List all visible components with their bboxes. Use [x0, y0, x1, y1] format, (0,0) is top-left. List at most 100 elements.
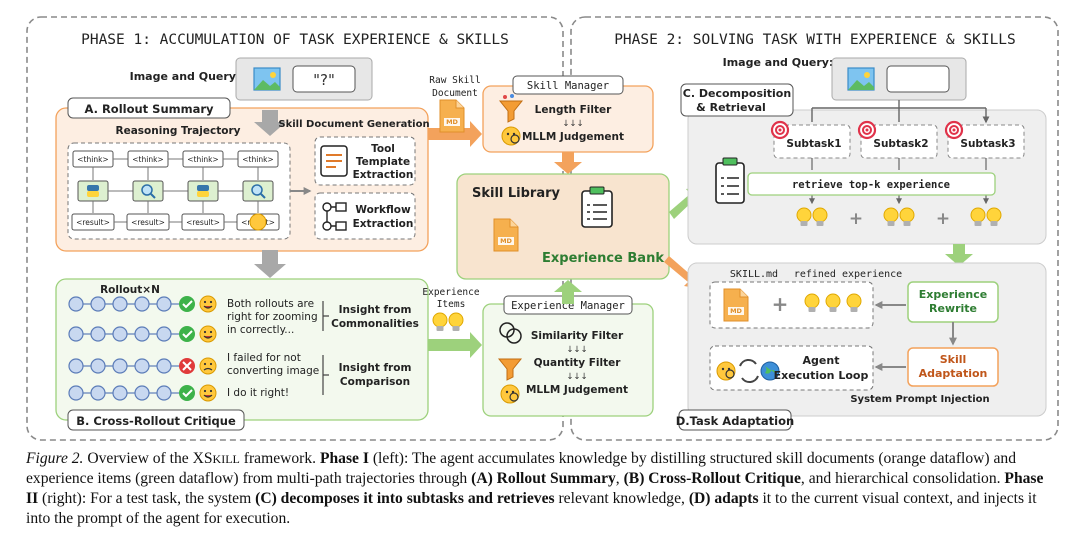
mllm-judgement-2: MLLM Judgement	[526, 384, 628, 396]
task-adaptation-title: D.Task Adaptation	[676, 414, 794, 428]
rollout-step-node	[90, 358, 106, 374]
python-icon	[197, 185, 209, 191]
magnifier-icon	[150, 193, 156, 199]
phase2-title: PHASE 2: SOLVING TASK WITH EXPERIENCE & …	[614, 32, 1016, 48]
orange-arrow-down	[554, 152, 582, 174]
check-icon	[182, 389, 193, 398]
experience-rewrite-2: Rewrite	[929, 302, 977, 315]
md-file-icon-adapted	[723, 288, 749, 322]
refined-label: refined experience	[794, 269, 902, 280]
workflow-icon	[322, 202, 347, 231]
md-label-adapted: MD	[730, 307, 742, 315]
check-icon	[179, 385, 195, 401]
think-tag: <think>	[187, 155, 218, 164]
magnifier-icon	[251, 184, 263, 196]
thinking-face-icon	[249, 213, 267, 231]
check-icon	[182, 330, 193, 339]
caption-s5: , and hierarchical consolidation.	[800, 470, 1005, 487]
happy-face-icon	[199, 384, 217, 402]
skill-adaptation-box	[907, 347, 999, 387]
skill-md-label: SKILL.md	[730, 269, 778, 280]
face-eye	[209, 330, 213, 334]
face-mouth	[203, 394, 213, 398]
down-arrow-2	[254, 250, 286, 278]
rollout-step-node	[112, 296, 128, 312]
magnifier-icon	[260, 193, 266, 199]
rollout-summary-title: A. Rollout Summary	[84, 102, 214, 116]
python-icon	[87, 185, 99, 191]
insight2-line2: Comparison	[340, 376, 410, 388]
similarity-icon	[499, 322, 522, 344]
subtask-label: Subtask1	[786, 138, 841, 150]
insight1-line1: Insight from	[339, 304, 412, 316]
think-tag: <think>	[132, 155, 163, 164]
bubble2-line1: I failed for not	[227, 352, 301, 364]
phase1-title: PHASE 1: ACCUMULATION OF TASK EXPERIENCE…	[81, 32, 509, 48]
figure-caption: Figure 2. Overview of the XSKILL framewo…	[26, 449, 1056, 529]
rollout-step-node	[156, 296, 172, 312]
query-symbol-1: "?"	[313, 71, 335, 89]
plus-sign: +	[936, 209, 950, 229]
magnifier-icon	[141, 184, 153, 196]
agent-loop-box	[709, 345, 874, 391]
decomposition-title-2: & Retrieval	[696, 101, 766, 114]
phase1-frame	[26, 16, 564, 441]
workflow-text-1: Workflow	[355, 204, 411, 216]
caption-phase1: Phase I	[319, 450, 369, 467]
caption-c: (C) decomposes it into subtasks and retr…	[255, 490, 555, 507]
face-eye	[203, 362, 207, 366]
caption-s6: (right): For a test task, the system	[38, 490, 256, 507]
arrows-1: ↓↓↓	[562, 119, 583, 129]
md-file-icon-raw	[439, 99, 465, 133]
python-icon	[197, 191, 209, 197]
workflow-text-2: Extraction	[353, 218, 414, 230]
subtask-label: Subtask3	[960, 138, 1015, 150]
rollout-step-node	[68, 385, 84, 401]
rollout-step-node	[112, 385, 128, 401]
similarity-filter: Similarity Filter	[531, 330, 624, 342]
tool-template-text-2: Template	[356, 156, 410, 168]
decomposition-title-1: C. Decomposition	[683, 87, 791, 100]
face-mouth	[203, 367, 213, 371]
target-icon	[770, 120, 790, 140]
rollout-step-node	[68, 296, 84, 312]
think-tag: <think>	[242, 155, 273, 164]
face-eye	[209, 362, 213, 366]
rollout-step-node	[68, 358, 84, 374]
skill-adaptation-1: Skill	[940, 353, 967, 366]
skill-library-box	[456, 173, 670, 280]
image-icon	[253, 67, 281, 91]
retrieved-bulbs: ++	[796, 207, 1002, 229]
experience-items-1: Experience	[422, 287, 479, 298]
think-tag: <think>	[77, 155, 108, 164]
cross-icon	[182, 361, 192, 371]
bubble1-line3: in correctly...	[227, 324, 294, 336]
happy-face-icon	[199, 325, 217, 343]
insight1-line2: Commonalities	[331, 318, 419, 330]
experience-rewrite-1: Experience	[919, 288, 987, 301]
agent-loop-1: Agent	[803, 354, 840, 367]
subtask-label: Subtask2	[873, 138, 928, 150]
python-icon	[87, 191, 99, 197]
globe-icon	[760, 361, 780, 381]
retrieve-text: retrieve top-k experience	[792, 179, 950, 191]
agent-loop-2: Execution Loop	[774, 369, 869, 382]
insight2-line1: Insight from	[339, 362, 412, 374]
bubble1-line2: right for zooming	[227, 311, 318, 323]
cross-rollout-title: B. Cross-Rollout Critique	[76, 414, 236, 428]
face-mouth	[203, 335, 213, 339]
image-query-label-1: Image and Query:	[130, 70, 241, 83]
down-arrow-1	[254, 110, 286, 136]
rollout-step-node	[134, 385, 150, 401]
caption-s2: framework.	[239, 450, 320, 467]
bubble2-line2: converting image	[227, 365, 319, 377]
tool-template-text-1: Tool	[371, 143, 395, 155]
caption-phase2: Phase II	[26, 470, 1044, 507]
face-mouth	[203, 305, 213, 309]
subtask-box	[860, 124, 938, 159]
caption-b: (B) Cross-Rollout Critique	[623, 470, 801, 487]
experience-manager-title: Experience Manager	[511, 300, 625, 312]
rollout-n-label: Rollout×N	[100, 284, 160, 296]
system-prompt-label: System Prompt Injection	[850, 394, 989, 405]
face-eye	[203, 389, 207, 393]
